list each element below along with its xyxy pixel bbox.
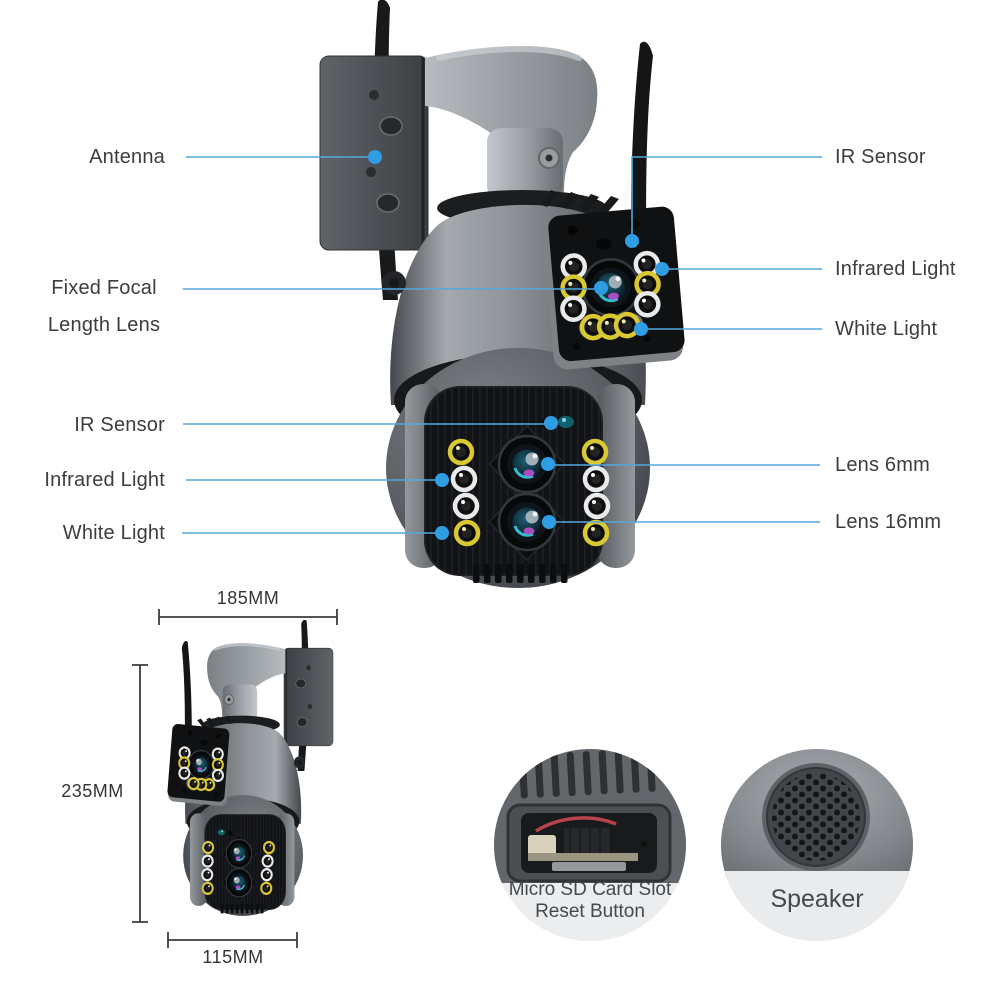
dimension-label-width-bottom: 115MM xyxy=(202,947,264,967)
callout-label-ir-sensor-right: IR Sensor xyxy=(835,146,926,168)
sd-card-inset-label: Micro SD Card Slot Reset Button xyxy=(494,879,686,923)
callout-label-infrared-light-left: Infrared Light xyxy=(44,469,165,491)
dimension-label-width-top: 185MM xyxy=(216,588,280,608)
callout-label-ir-sensor-left: IR Sensor xyxy=(74,414,165,436)
sd-card-label-line1: Micro SD Card Slot xyxy=(508,879,672,900)
callout-label-fixed-focal-length-lens: Fixed Focal Length Lens xyxy=(47,277,161,336)
callout-label-lens-16mm: Lens 16mm xyxy=(835,511,942,533)
speaker-inset: Speaker xyxy=(721,749,913,941)
callout-label-white-light-left: White Light xyxy=(62,522,165,544)
sd-card-label-line2: Reset Button xyxy=(535,901,645,922)
small-camera-photo xyxy=(150,620,348,922)
callout-label-antenna: Antenna xyxy=(89,146,165,168)
callout-label-lens-6mm: Lens 6mm xyxy=(835,454,930,476)
sd-card-photo xyxy=(494,749,686,941)
callout-label-infrared-light-right: Infrared Light xyxy=(835,258,956,280)
speaker-photo xyxy=(721,749,913,941)
callout-label-white-light-right: White Light xyxy=(835,318,938,340)
dimension-label-height-left: 235MM xyxy=(61,781,124,801)
main-camera-photo xyxy=(319,0,685,588)
speaker-inset-label: Speaker xyxy=(770,885,864,913)
sd-card-inset: Micro SD Card Slot Reset Button xyxy=(494,749,686,941)
